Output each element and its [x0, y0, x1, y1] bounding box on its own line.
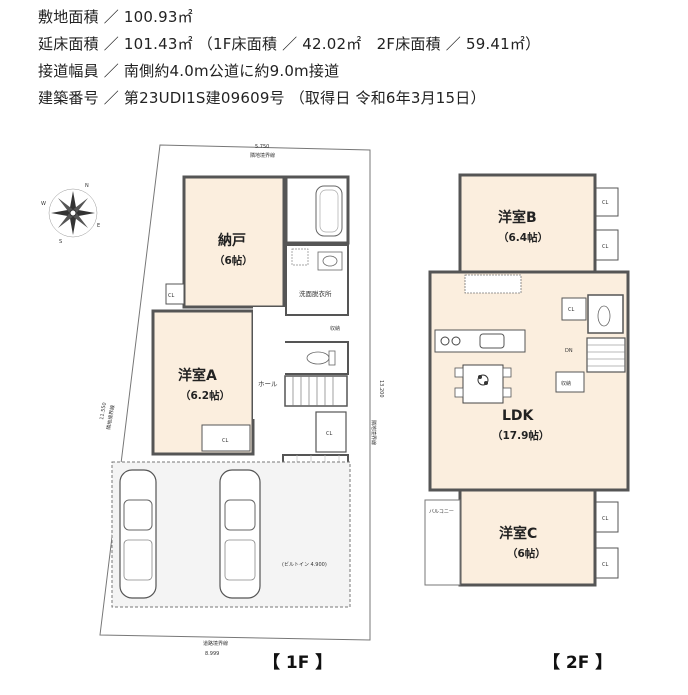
- ldk-closet: [561, 297, 587, 321]
- shoe-closet-label: CL: [326, 431, 332, 437]
- storage-2f: [555, 371, 585, 393]
- room-a-size: （6.2帖）: [180, 389, 230, 402]
- room-b-closet-1: [595, 187, 619, 217]
- plant-icon: [477, 374, 489, 386]
- car-icon: [119, 469, 157, 599]
- balcony: [424, 499, 461, 586]
- storage-room-size: （6帖）: [214, 254, 253, 267]
- room-c-closet-2: [595, 547, 619, 579]
- room-c-closet-2-label: CL: [602, 562, 608, 568]
- site-left-line-label: 隣地境界線: [105, 404, 116, 430]
- ldk-size: （17.9帖）: [492, 429, 549, 442]
- room-a-closet: [201, 424, 251, 452]
- car-icon-2: [219, 469, 261, 599]
- balcony-label: バルコニー: [429, 509, 454, 515]
- room-c-closet-1-label: CL: [602, 516, 608, 522]
- stairs-icon: [284, 375, 348, 407]
- storage-2f-label: 収納: [561, 380, 571, 387]
- kitchen-back-shelf: [464, 274, 522, 294]
- storage-closet: [165, 283, 185, 305]
- building-number-text: 建築番号 ／ 第23UDI1S建09609号 （取得日 令和6年3月15日）: [38, 89, 486, 107]
- hall-label: ホール: [258, 380, 278, 388]
- svg-text:E: E: [97, 223, 100, 229]
- room-a-name: 洋室A: [178, 367, 217, 384]
- sink-icon: [317, 251, 343, 271]
- room-b-size: （6.4帖）: [498, 231, 548, 244]
- storage-room-name: 納戸: [218, 232, 246, 249]
- site-bottom-dim: 8.999: [205, 651, 219, 657]
- site-left-dim: 11.550: [99, 402, 108, 420]
- room-c-size: （6帖）: [507, 547, 546, 560]
- room-c-name: 洋室C: [499, 525, 537, 542]
- washroom-label: 洗面脱衣所: [299, 289, 332, 298]
- floor-1-label: 【 1F 】: [263, 652, 332, 673]
- site-bottom-line-label: 道路境界線: [203, 640, 228, 647]
- site-area-text: 敷地面積 ／ 100.93㎡: [38, 8, 193, 26]
- hall-area: [253, 307, 285, 419]
- storage-room: [182, 175, 286, 309]
- svg-text:S: S: [59, 239, 62, 245]
- room-c: [458, 488, 597, 587]
- room-a-closet-label: CL: [222, 438, 228, 444]
- room-c-closet-1: [595, 501, 619, 533]
- room-b-closet-1-label: CL: [602, 200, 608, 206]
- site-top-dim: 5.750: [255, 144, 269, 150]
- floor-2-plan: バルコニー CL CL CL DN 収納: [424, 173, 630, 673]
- storage-closet-label: CL: [168, 293, 174, 299]
- bathtub-icon: [315, 185, 343, 237]
- road-width-text: 接道幅員 ／ 南側約4.0m公道に約9.0m接道: [38, 62, 340, 80]
- stairs-dn-label: DN: [565, 348, 573, 354]
- room-b-closet-2-label: CL: [602, 244, 608, 250]
- site-right-line-label: 隣地境界線: [370, 420, 377, 445]
- washer-space: [291, 248, 309, 266]
- room-b-closet-2: [595, 229, 619, 261]
- shoe-closet: [315, 411, 347, 453]
- toilet-icon: [306, 350, 336, 366]
- floor-area-text: 延床面積 ／ 101.43㎡ （1F床面積 ／ 42.02㎡ 2F床面積 ／ 5…: [38, 35, 541, 53]
- carport-dim-note: (ビルトイン 4.900): [282, 561, 327, 568]
- floor-1-plan: 隣地境界線 5.750 隣地境界線 11.550 隣地境界線 13.200 道路…: [41, 144, 384, 673]
- ldk-closet-label: CL: [568, 307, 574, 313]
- dining-table-icon: [454, 364, 512, 404]
- site-right-dim: 13.200: [378, 380, 384, 398]
- stove-icon: [440, 336, 461, 346]
- room-b-name: 洋室B: [498, 209, 537, 226]
- floor-2-label: 【 2F 】: [543, 652, 612, 673]
- svg-text:W: W: [41, 201, 46, 207]
- ldk-name: LDK: [502, 408, 535, 424]
- toilet-icon-2f: [597, 305, 611, 327]
- sink-icon-2f: [479, 333, 505, 349]
- stairs-icon-2f: [586, 337, 626, 373]
- room-b: [458, 173, 597, 277]
- site-top-line-label: 隣地境界線: [250, 152, 275, 159]
- storage-small-label: 収納: [330, 325, 340, 332]
- svg-text:N: N: [85, 183, 89, 189]
- compass-icon: N W E S: [41, 183, 100, 245]
